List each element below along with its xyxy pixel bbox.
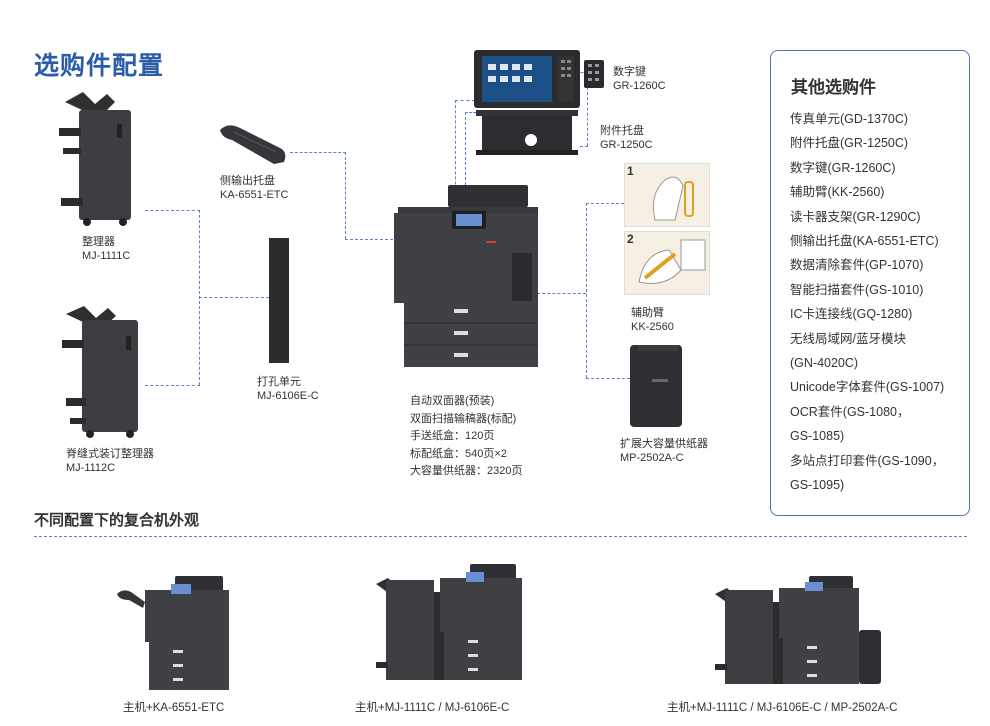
step-number: 1 [627,164,634,178]
connector-line [587,72,588,146]
config-2-image [376,564,522,680]
list-item: IC卡连接线(GQ-1280) [790,307,913,322]
config-1-caption: 主机+KA-6551-ETC [123,702,225,714]
connector-line [577,72,587,73]
other-options-title: 其他选购件 [791,78,876,97]
list-item: 多站点打印套件(GS-1090， [790,453,945,468]
connector-line [586,203,587,378]
side-tray-image [220,125,286,164]
page-title: 选购件配置 [34,52,165,80]
list-item: 辅助臂(KK-2560) [790,185,885,200]
connector-line [455,100,456,210]
finisher-mj1112c-label: 脊缝式装订整理器 MJ-1112C [66,448,154,474]
connector-line [199,297,269,298]
section-divider [34,536,967,537]
list-item: Unicode字体套件(GS-1007) [790,380,945,395]
connector-line [455,100,475,101]
list-item: OCR套件(GS-1080， [790,404,910,419]
config-3-image [715,576,881,684]
work-tray-image [476,110,578,155]
keypad-label: 数字键 GR-1260C [613,66,666,92]
lcf-label: 扩展大容量供纸器 MP-2502A-C [620,438,708,464]
config-3-caption: 主机+MJ-1111C / MJ-6106E-C / MP-2502A-C [667,702,898,714]
assist-arm-step-1-image: 1 [624,163,710,227]
punch-unit-label: 打孔单元 MJ-6106E-C [257,376,319,402]
connector-line [586,203,624,204]
side-tray-label: 侧输出托盘 KA-6551-ETC [220,175,289,201]
configurations-title: 不同配置下的复合机外观 [34,512,200,529]
list-item: 智能扫描套件(GS-1010) [790,282,924,297]
connector-line [586,378,630,379]
spec-item: 双面扫描输稿器(标配) [410,412,517,425]
finisher-mj1111c-label: 整理器 MJ-1111C [82,236,131,262]
connector-line [465,112,480,113]
finisher-mj1111c-image [59,92,131,226]
list-item: (GN-4020C) [790,356,859,371]
connector-line [345,239,393,240]
spec-item: 大容量供纸器：2320页 [410,465,523,477]
spec-item: 标配纸盒：540页×2 [410,447,507,460]
assist-arm-label: 辅助臂 KK-2560 [631,307,674,333]
other-options-list: 传真单元(GD-1370C) 附件托盘(GR-1250C) 数字键(GR-126… [790,107,944,498]
connector-line [532,293,586,294]
step-number: 2 [627,232,634,246]
list-item: GS-1085) [790,429,845,444]
work-tray-label: 附件托盘 GR-1250C [600,125,653,151]
config-1-image [117,576,229,690]
punch-unit-image [269,238,289,363]
list-item: 附件托盘(GR-1250C) [790,136,909,151]
connector-line [345,152,346,239]
config-2-caption: 主机+MJ-1111C / MJ-6106E-C [355,702,510,714]
connector-line [290,152,346,153]
connector-line [580,146,588,147]
finisher-mj1112c-image [62,306,138,438]
list-item: 读卡器支架(GR-1290C) [790,209,921,224]
spec-item: 手送纸盒：120页 [410,430,495,442]
connector-line [145,210,200,211]
list-item: 传真单元(GD-1370C) [790,112,909,126]
list-item: GS-1095) [790,478,845,493]
connector-line [465,112,466,210]
lcf-image [630,345,682,427]
main-mfp-image [394,185,538,367]
keypad-image [584,60,604,88]
specs-list: 自动双面器(预装) 双面扫描输稿器(标配) 手送纸盒：120页 标配纸盒：540… [410,393,522,481]
list-item: 数字键(GR-1260C) [790,160,896,175]
connector-line [145,385,200,386]
spec-item: 自动双面器(预装) [410,395,495,407]
assist-arm-step-2-image: 2 [624,231,710,295]
list-item: 数据清除套件(GP-1070) [790,258,924,273]
list-item: 无线局域网/蓝牙模块 [790,331,906,346]
list-item: 侧输出托盘(KA-6551-ETC) [790,234,939,249]
control-panel-image [474,50,580,108]
other-options-panel: 其他选购件 传真单元(GD-1370C) 附件托盘(GR-1250C) 数字键(… [770,50,970,516]
